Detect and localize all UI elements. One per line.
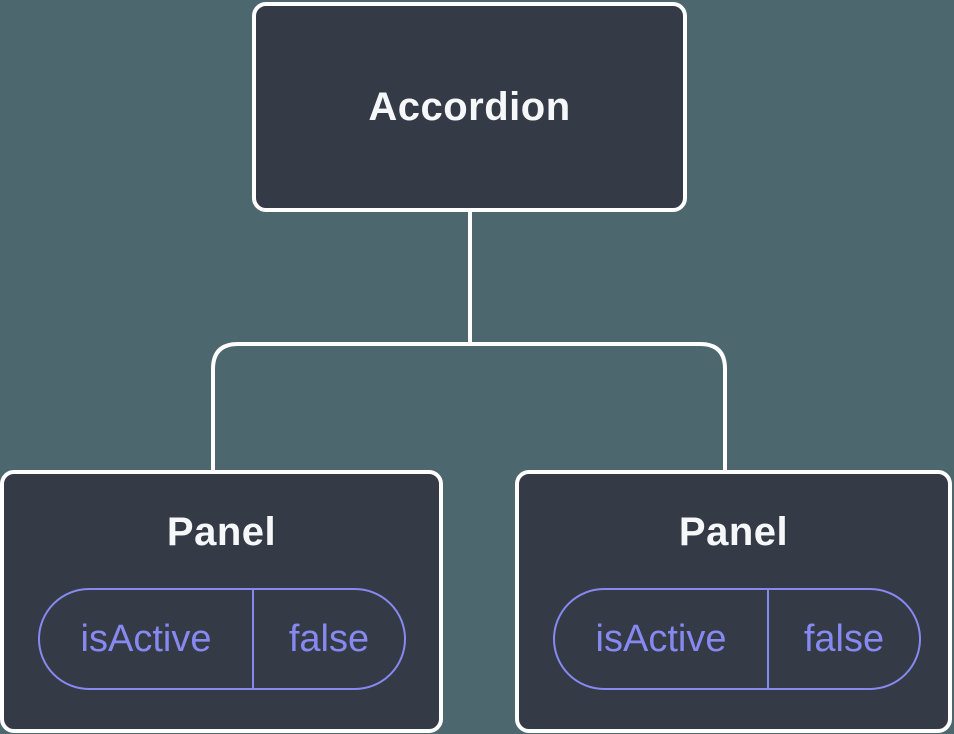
panel-node-label: Panel [678,510,789,554]
state-value: false [252,590,404,688]
tree-node-panel-1: Panel isActive false [0,470,443,733]
state-name: isActive [80,617,212,660]
state-pill: isActive false [553,588,921,690]
connector-branch-bracket [211,342,727,472]
state-pill: isActive false [38,588,406,690]
tree-node-panel-2: Panel isActive false [515,470,952,733]
state-name: isActive [595,617,727,660]
panel-node-label: Panel [166,510,277,554]
tree-node-accordion: Accordion [252,2,687,212]
accordion-node-label: Accordion [368,84,571,129]
state-value: false [767,590,919,688]
